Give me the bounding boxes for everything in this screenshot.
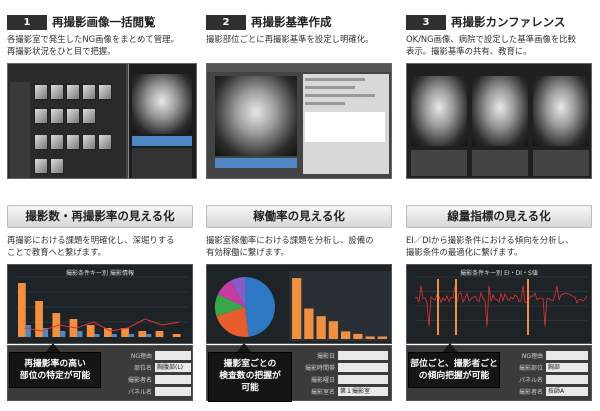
section-description: 各撮影室で発生したNG画像をまとめて管理。 再撮影状況をひと目で把握。: [7, 34, 179, 56]
filter-row: 撮影部位胸部: [506, 362, 588, 372]
filter-row: 撮影者名技師A: [506, 386, 588, 396]
feature-description: EI／DIから撮影条件における傾向を分析し、 撮影条件の最適化に繋げます。: [406, 235, 574, 257]
pie-slice: [215, 294, 245, 317]
bar: [104, 328, 112, 337]
filter-row: NG理由: [115, 350, 191, 360]
bar: [77, 331, 83, 337]
bar: [25, 325, 31, 337]
section-header: 2 再撮影基準作成: [206, 14, 332, 30]
retake-rate-bar-chart: [16, 276, 188, 337]
filter-row: 撮影時間帯: [298, 362, 388, 372]
filter-row: 撮影者名: [115, 374, 191, 384]
filter-row: 撮影曜日: [298, 374, 388, 384]
filter-row: 撮影日: [298, 350, 388, 360]
filter-value[interactable]: [546, 374, 588, 384]
filter-row: パネル名: [115, 386, 191, 396]
callout-pointer: [45, 343, 61, 353]
bar: [111, 334, 117, 337]
dose-index-chart: 撮影条件キー別 EI・DI・S値: [406, 264, 592, 344]
section-number: 3: [406, 14, 446, 30]
bar: [146, 334, 152, 337]
callout-pointer: [442, 343, 458, 353]
bar: [94, 334, 100, 337]
pie-slice: [245, 277, 276, 337]
bar: [353, 333, 363, 339]
filter-value[interactable]: [546, 350, 588, 360]
feature-callout: 撮影室ごとの 検査数の把握が 可能: [208, 352, 292, 402]
spike-bar: [527, 279, 529, 335]
chart-title: 撮影条件キー別 EI・DI・S値: [460, 270, 538, 277]
bar: [155, 331, 164, 337]
filter-value[interactable]: [338, 350, 388, 360]
section-1: 1 再撮影画像一括閲覧 各撮影室で発生したNG画像をまとめて管理。 再撮影状況を…: [7, 0, 197, 411]
bar: [42, 328, 49, 337]
filter-value[interactable]: [338, 362, 388, 372]
bar: [365, 336, 375, 339]
pie-slice: [217, 280, 245, 307]
feature-banner: 撮影数・再撮影率の見える化: [7, 205, 193, 228]
utilization-pie-chart: [215, 271, 391, 341]
filter-value[interactable]: 胸腹部(L): [155, 362, 191, 372]
bar: [35, 301, 43, 337]
bar: [292, 278, 302, 339]
series-line: [414, 285, 588, 327]
section-header: 1 再撮影画像一括閲覧: [7, 14, 156, 30]
section-title: 再撮影基準作成: [251, 15, 332, 29]
spike-bar: [455, 279, 457, 335]
filter-value[interactable]: [155, 386, 191, 396]
section-number: 2: [206, 14, 246, 30]
section-number: 1: [7, 14, 47, 30]
bar: [138, 331, 147, 337]
bar: [377, 336, 387, 339]
bar: [60, 331, 66, 337]
filter-row: パネル名: [506, 374, 588, 384]
bar: [121, 328, 129, 337]
feature-description: 再撮影における課題を明確化し、深堀りする ことで教育へと繋げます。: [7, 235, 175, 257]
spike-bar: [437, 279, 439, 335]
bar: [304, 308, 314, 339]
bar: [341, 331, 351, 339]
filter-value[interactable]: 第１撮影室: [338, 386, 388, 396]
section-2: 2 再撮影基準作成 撮影部位ごとに再撮影基準を設定し明確化。 稼働率の見える化 …: [206, 0, 392, 411]
bar: [316, 316, 326, 339]
bar: [128, 334, 135, 337]
bar: [328, 321, 338, 339]
utilization-chart: [206, 264, 392, 344]
section-header: 3 再撮影カンファレンス: [406, 14, 565, 30]
section-title: 再撮影カンファレンス: [451, 15, 566, 29]
feature-description: 撮影室稼働率における課題を分析し、設備の 有効稼働に繋げます。: [206, 235, 374, 257]
bar: [172, 334, 181, 337]
feature-banner: 線量指標の見える化: [406, 205, 592, 228]
bar: [86, 325, 95, 337]
section-description: 撮影部位ごとに再撮影基準を設定し明確化。: [206, 34, 374, 44]
filter-value[interactable]: [155, 350, 191, 360]
pie-slice: [216, 307, 249, 337]
feature-banner: 稼働率の見える化: [206, 205, 392, 228]
filter-row: 撮影室名第１撮影室: [298, 386, 388, 396]
feature-callout: 部位ごと、撮影者ごと の傾向把握が可能: [408, 352, 500, 388]
callout-pointer: [236, 343, 252, 353]
retake-criteria-screenshot: [206, 63, 392, 179]
filter-row: NG理由: [506, 350, 588, 360]
retake-rate-chart: 撮影条件キー別 撮影情報: [7, 264, 193, 344]
filter-value[interactable]: 胸部: [546, 362, 588, 372]
filter-value[interactable]: 技師A: [546, 386, 588, 396]
series-line: [24, 318, 180, 332]
section-description: OK/NG画像、病院で設定した基準画像を比較 表示。撮影基準の共有、教育に。: [406, 34, 577, 56]
feature-callout: 再撮影率の高い 部位の特定が可能: [9, 352, 101, 388]
pie-slice: [230, 277, 245, 307]
section-3: 3 再撮影カンファレンス OK/NG画像、病院で設定した基準画像を比較 表示。撮…: [406, 0, 592, 411]
dose-index-line-chart: [414, 276, 588, 335]
filter-value[interactable]: [155, 374, 191, 384]
filter-row: 部位名胸腹部(L): [115, 362, 191, 372]
filter-value[interactable]: [338, 374, 388, 384]
bar: [18, 283, 26, 337]
chart-title: 撮影条件キー別 撮影情報: [66, 270, 134, 277]
conference-screenshot: [406, 63, 592, 179]
ng-image-list-screenshot: [7, 63, 197, 179]
bar: [52, 313, 61, 337]
section-title: 再撮影画像一括閲覧: [52, 15, 156, 29]
